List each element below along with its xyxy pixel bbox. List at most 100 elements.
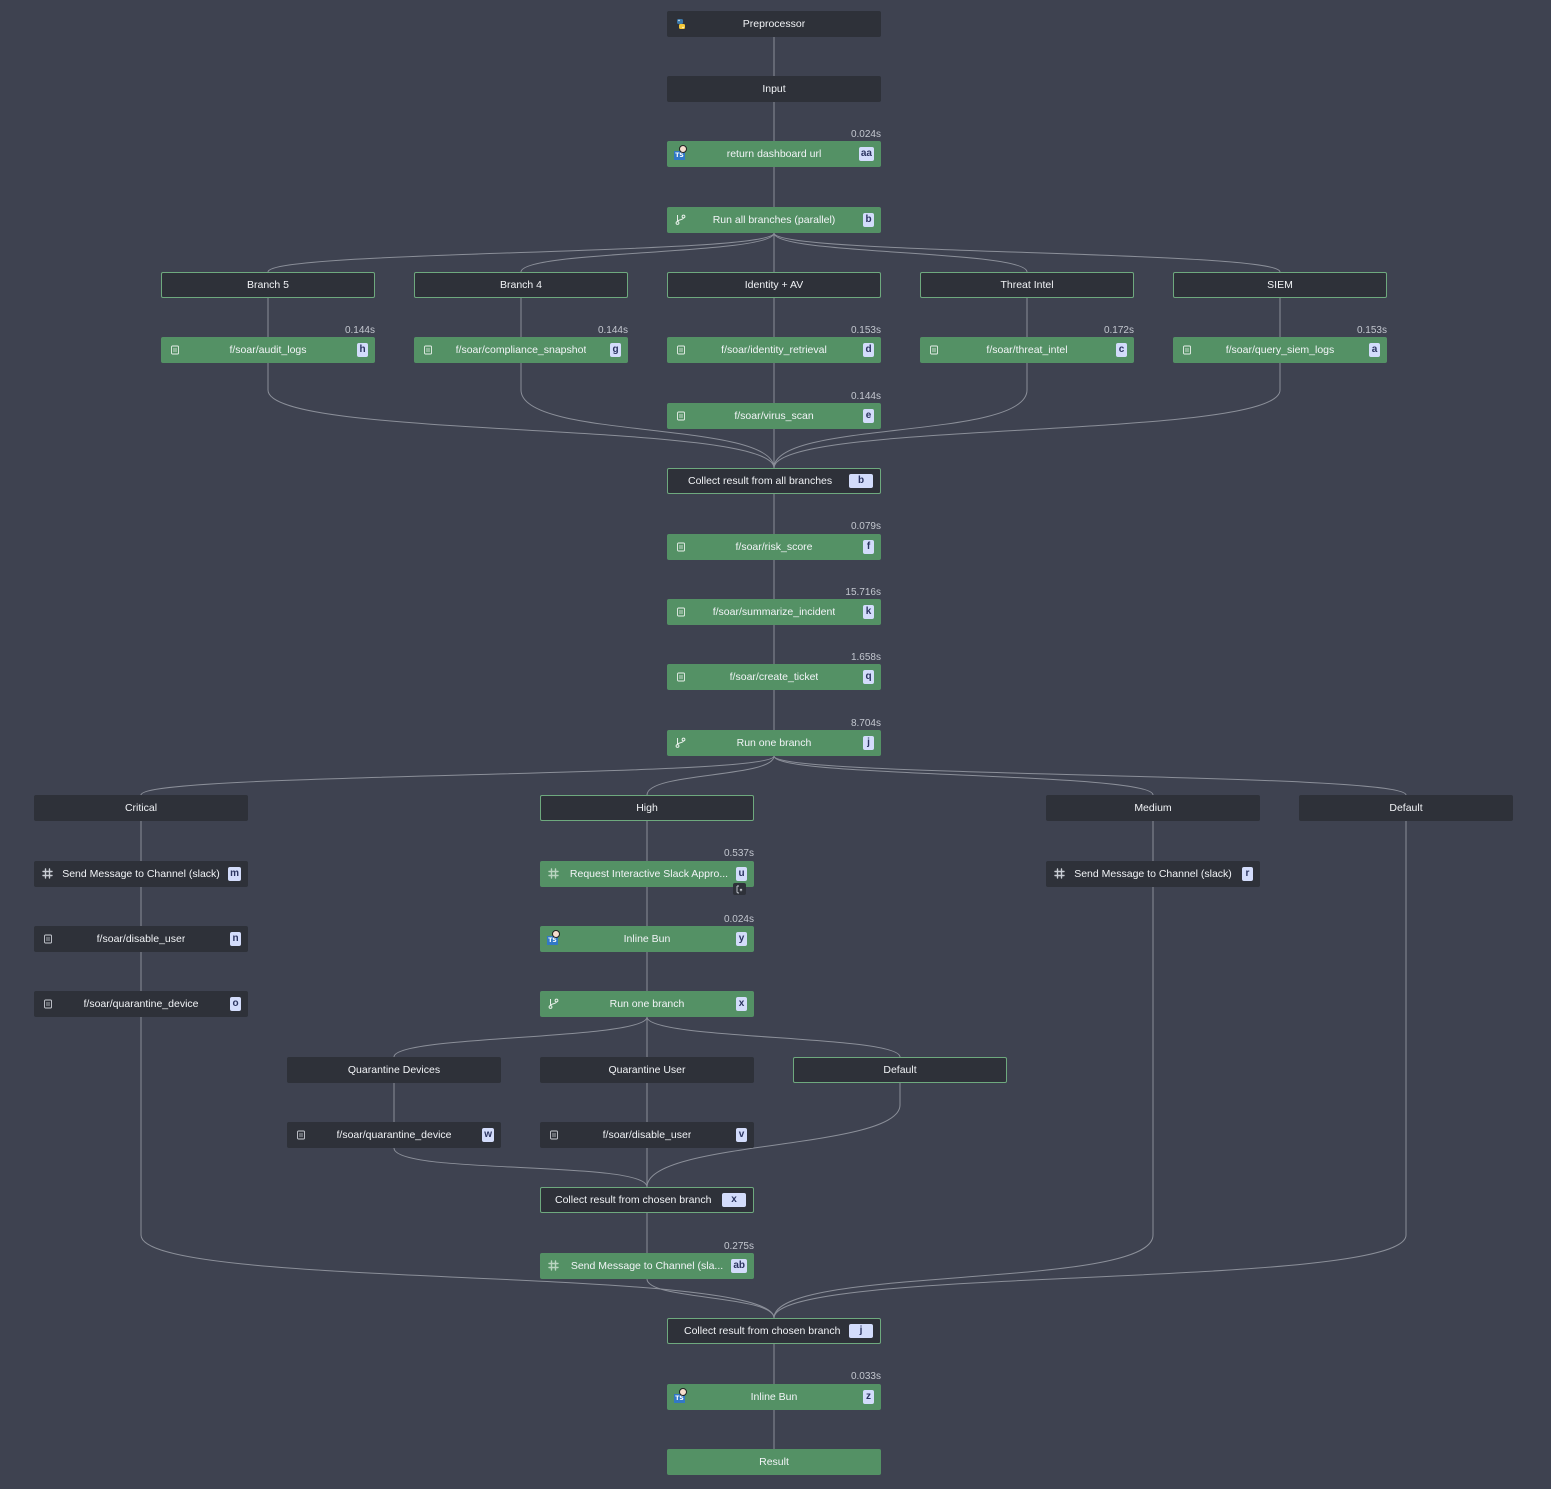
duration-label: 0.275s	[723, 1241, 754, 1252]
node-label: f/soar/identity_retrieval	[721, 344, 827, 356]
branch-5-header[interactable]: Branch 5	[161, 272, 375, 298]
step-id-badge: w	[482, 1128, 494, 1142]
send-message-m-node[interactable]: Send Message to Channel (slack) m	[34, 861, 248, 887]
node-label: Send Message to Channel (slack)	[62, 868, 220, 880]
branch-label: Default	[1389, 802, 1423, 814]
node-label: f/soar/risk_score	[735, 541, 813, 553]
bun-typescript-icon: TS	[674, 1388, 687, 1403]
node-label: Input	[762, 83, 786, 95]
branch-label: Quarantine Devices	[347, 1064, 441, 1076]
script-icon	[674, 605, 687, 618]
script-icon	[674, 409, 687, 422]
branch-label: Identity + AV	[744, 279, 804, 291]
collect-chosen-branch-x-node[interactable]: Collect result from chosen branch x	[540, 1187, 754, 1213]
node-label: Collect result from all branches	[688, 475, 833, 487]
step-id-badge: ab	[731, 1259, 747, 1273]
branch-critical-header[interactable]: Critical	[34, 795, 248, 821]
node-label: Preprocessor	[742, 18, 806, 30]
quarantine-device-o-node[interactable]: f/soar/quarantine_device o	[34, 991, 248, 1017]
bun-typescript-icon: TS	[547, 930, 560, 945]
preprocessor-node[interactable]: Preprocessor	[667, 11, 881, 37]
result-node[interactable]: Result	[667, 1449, 881, 1475]
audit-logs-node[interactable]: f/soar/audit_logs h	[161, 337, 375, 363]
node-label: Send Message to Channel (sla...	[570, 1260, 724, 1272]
script-icon	[927, 343, 940, 356]
script-icon	[674, 670, 687, 683]
run-one-branch-x-node[interactable]: Run one branch x	[540, 991, 754, 1017]
node-label: return dashboard url	[726, 148, 822, 160]
disable-user-n-node[interactable]: f/soar/disable_user n	[34, 926, 248, 952]
branch-label: High	[636, 802, 658, 814]
duration-label: 0.024s	[723, 914, 754, 925]
compliance-snapshot-node[interactable]: f/soar/compliance_snapshot g	[414, 337, 628, 363]
return-dashboard-url-node[interactable]: TS return dashboard url aa	[667, 141, 881, 167]
create-ticket-node[interactable]: f/soar/create_ticket q	[667, 664, 881, 690]
branch-default-header[interactable]: Default	[1299, 795, 1513, 821]
identity-retrieval-node[interactable]: f/soar/identity_retrieval d	[667, 337, 881, 363]
run-one-branch-j-node[interactable]: Run one branch j	[667, 730, 881, 756]
script-icon	[41, 997, 54, 1010]
step-id-badge: z	[863, 1390, 874, 1404]
node-label: Request Interactive Slack Appro...	[569, 868, 729, 880]
node-label: f/soar/audit_logs	[229, 344, 307, 356]
step-id-badge: b	[849, 474, 873, 488]
branch-4-header[interactable]: Branch 4	[414, 272, 628, 298]
input-node[interactable]: Input	[667, 76, 881, 102]
branch-label: Threat Intel	[1000, 279, 1054, 291]
node-label: f/soar/summarize_incident	[712, 606, 836, 618]
duration-label: 0.153s	[850, 325, 881, 336]
branch-label: Medium	[1134, 802, 1172, 814]
branch-label: SIEM	[1267, 279, 1293, 291]
send-message-ab-node[interactable]: Send Message to Channel (sla... ab	[540, 1253, 754, 1279]
threat-intel-node[interactable]: f/soar/threat_intel c	[920, 337, 1134, 363]
duration-label: 0.033s	[850, 1371, 881, 1382]
branch-identity-av-header[interactable]: Identity + AV	[667, 272, 881, 298]
slack-icon	[41, 867, 54, 880]
step-id-badge: v	[736, 1128, 747, 1142]
risk-score-node[interactable]: f/soar/risk_score f	[667, 534, 881, 560]
node-label: Run one branch	[609, 998, 685, 1010]
script-icon	[421, 343, 434, 356]
collect-all-branches-node[interactable]: Collect result from all branches b	[667, 468, 881, 494]
step-id-badge: q	[863, 670, 874, 684]
branch-quarantine-user-header[interactable]: Quarantine User	[540, 1057, 754, 1083]
virus-scan-node[interactable]: f/soar/virus_scan e	[667, 403, 881, 429]
inline-bun-y-node[interactable]: TS Inline Bun y	[540, 926, 754, 952]
node-label: f/soar/threat_intel	[986, 344, 1068, 356]
duration-label: 0.153s	[1356, 325, 1387, 336]
step-id-badge: c	[1116, 343, 1127, 357]
branch-icon	[547, 997, 560, 1010]
step-id-badge: d	[863, 343, 874, 357]
request-interactive-slack-node[interactable]: Request Interactive Slack Appro... u	[540, 861, 754, 895]
node-label: f/soar/compliance_snapshot	[455, 344, 587, 356]
node-label: Result	[759, 1456, 789, 1468]
node-label: f/soar/quarantine_device	[336, 1129, 452, 1141]
branch-quarantine-devices-header[interactable]: Quarantine Devices	[287, 1057, 501, 1083]
query-siem-logs-node[interactable]: f/soar/query_siem_logs a	[1173, 337, 1387, 363]
disable-user-v-node[interactable]: f/soar/disable_user v	[540, 1122, 754, 1148]
script-icon	[1180, 343, 1193, 356]
script-icon	[294, 1128, 307, 1141]
duration-label: 0.144s	[850, 391, 881, 402]
run-all-branches-node[interactable]: Run all branches (parallel) b	[667, 207, 881, 233]
node-label: f/soar/query_siem_logs	[1225, 344, 1335, 356]
step-id-badge: j	[849, 1324, 873, 1338]
collect-chosen-branch-j-node[interactable]: Collect result from chosen branch j	[667, 1318, 881, 1344]
branch-inner-default-header[interactable]: Default	[793, 1057, 1007, 1083]
step-id-badge: o	[230, 997, 241, 1011]
branch-threat-intel-header[interactable]: Threat Intel	[920, 272, 1134, 298]
branch-high-header[interactable]: High	[540, 795, 754, 821]
node-label: f/soar/create_ticket	[729, 671, 819, 683]
summarize-incident-node[interactable]: f/soar/summarize_incident k	[667, 599, 881, 625]
branch-medium-header[interactable]: Medium	[1046, 795, 1260, 821]
step-id-badge: k	[863, 605, 874, 619]
send-message-r-node[interactable]: Send Message to Channel (slack) r	[1046, 861, 1260, 887]
inline-bun-z-node[interactable]: TS Inline Bun z	[667, 1384, 881, 1410]
branch-siem-header[interactable]: SIEM	[1173, 272, 1387, 298]
quarantine-device-w-node[interactable]: f/soar/quarantine_device w	[287, 1122, 501, 1148]
script-icon	[674, 540, 687, 553]
duration-label: 0.144s	[344, 325, 375, 336]
script-icon	[41, 932, 54, 945]
step-id-badge: m	[228, 867, 241, 881]
